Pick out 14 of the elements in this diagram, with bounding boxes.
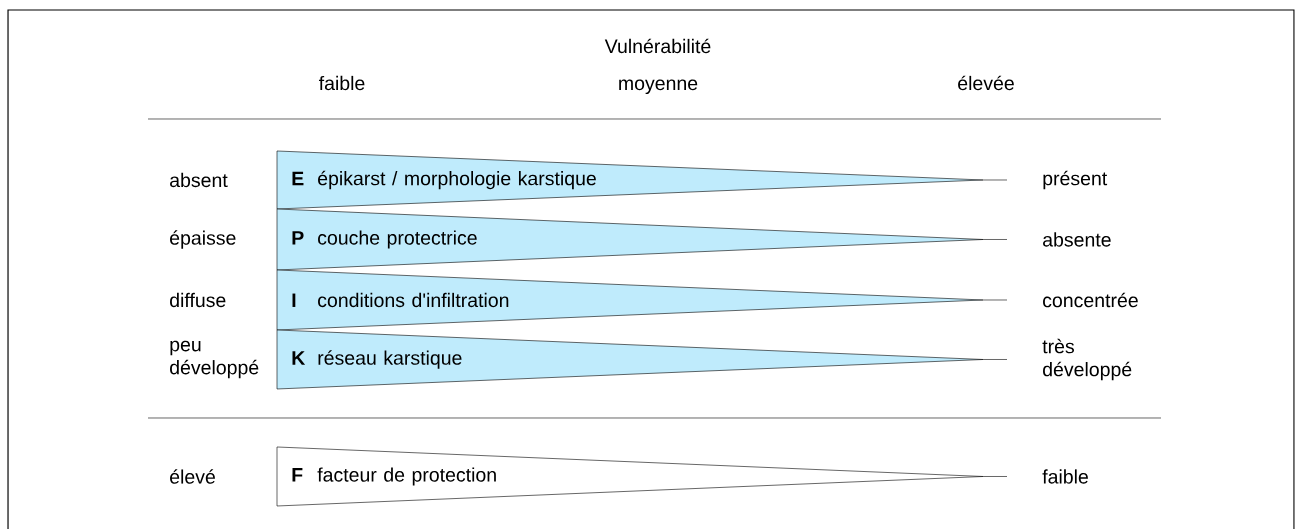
scale-label: épaisse xyxy=(170,230,236,249)
scale-label: présent xyxy=(1043,170,1108,190)
scale-label: diffuse xyxy=(170,292,226,308)
scale-label: peu développé xyxy=(170,340,259,379)
scale-label: faible xyxy=(319,75,365,91)
scale-label: faible xyxy=(1042,469,1088,484)
scale-label: concentrée xyxy=(1043,292,1138,308)
scale-label: absent xyxy=(170,172,228,188)
scale-label: élevé xyxy=(170,469,215,484)
scale-label: très développé xyxy=(1042,338,1132,381)
scale-label: moyenne xyxy=(619,79,698,95)
scale-label: absente xyxy=(1043,232,1111,247)
axis-title: Vulnérabilité xyxy=(604,38,711,54)
scale-label: élevée xyxy=(958,75,1014,91)
